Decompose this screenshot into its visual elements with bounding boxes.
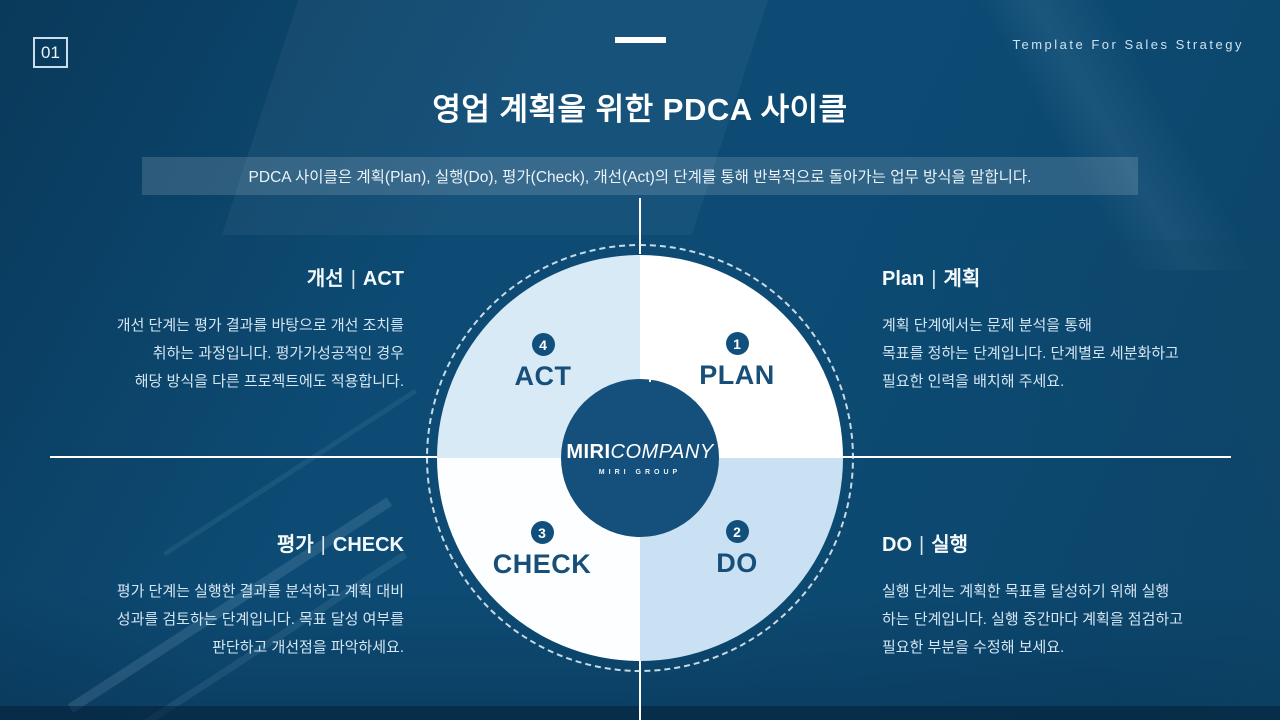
heading-divider: | [350, 268, 356, 290]
page-number-box: 01 [33, 37, 68, 68]
section-do-body: 실행 단계는 계획한 목표를 달성하기 위해 실행 하는 단계입니다. 실행 중… [882, 578, 1234, 662]
heading-part-a: Plan [882, 268, 925, 290]
header-tagline: Template For Sales Strategy [1012, 37, 1244, 52]
heading-divider: | [919, 534, 925, 556]
body-line: 실행 단계는 계획한 목표를 달성하기 위해 실행 [882, 583, 1170, 600]
guide-line-top [639, 198, 641, 254]
body-line: 평가 단계는 실행한 결과를 분석하고 계획 대비 [116, 583, 404, 600]
quadrant-label-do: DO [716, 548, 758, 578]
body-line: 해당 방식을 다른 프로젝트에도 적용합니다. [134, 373, 404, 390]
miri-logo: MIRI COMPANY [566, 373, 714, 464]
body-line: 필요한 부분을 수정해 보세요. [882, 639, 1065, 656]
logo-brand-text: MIRI [566, 440, 611, 463]
section-do-heading: DO | 실행 [882, 528, 1234, 557]
quadrant-label-act: ACT [514, 361, 572, 391]
body-line: 계획 단계에서는 문제 분석을 통해 [882, 317, 1092, 334]
top-center-dash [615, 37, 666, 43]
body-line: 하는 단계입니다. 실행 중간마다 계획을 점검하고 [882, 611, 1184, 628]
quadrant-label-check: CHECK [492, 549, 592, 579]
body-line: 취하는 과정입니다. 평가가성공적인 경우 [152, 345, 404, 362]
section-plan-heading: Plan | 계획 [882, 262, 1234, 291]
guide-line-right [843, 456, 1231, 458]
subtitle-text: PDCA 사이클은 계획(Plan), 실행(Do), 평가(Check), 개… [248, 169, 1032, 186]
logo-suffix-text: COMPANY [610, 440, 714, 463]
quadrant-do: 2 DO [652, 520, 822, 579]
page-title: 영업 계획을 위한 PDCA 사이클 [432, 92, 848, 127]
section-plan: Plan | 계획 계획 단계에서는 문제 분석을 통해 목표를 정하는 단계입니다… [882, 262, 1234, 396]
step-number: 3 [538, 524, 546, 541]
section-act-heading: 개선 | ACT [58, 262, 404, 291]
dashed-outer-ring [426, 244, 854, 672]
quadrant-label-plan: PLAN [699, 360, 775, 390]
body-line: 성과를 검토하는 단계입니다. 목표 달성 여부를 [116, 611, 404, 628]
step-badge-4: 4 [531, 333, 555, 356]
quadrant-plan: 1 PLAN [652, 332, 822, 391]
body-line: 판단하고 개선점을 파악하세요. [212, 639, 404, 656]
heading-part-a: 개선 [306, 268, 344, 290]
body-line: 필요한 인력을 배치해 주세요. [882, 373, 1065, 390]
logo-arc-icon [649, 373, 665, 382]
quadrant-act: 4 ACT [458, 333, 628, 392]
heading-part-b: 계획 [943, 268, 981, 290]
logo-subbrand-text: MIRI GROUP [598, 468, 682, 476]
heading-part-a: DO [882, 534, 912, 556]
step-number: 1 [733, 335, 741, 352]
center-hub: MIRI COMPANY MIRI GROUP [561, 373, 719, 537]
heading-divider: | [931, 268, 937, 290]
section-act: 개선 | ACT 개선 단계는 평가 결과를 바탕으로 개선 조치를 취하는 과정입… [58, 262, 404, 396]
step-badge-1: 1 [725, 332, 749, 355]
subtitle-banner: PDCA 사이클은 계획(Plan), 실행(Do), 평가(Check), 개… [142, 157, 1138, 195]
body-line: 목표를 정하는 단계입니다. 단계별로 세분화하고 [882, 345, 1179, 362]
step-badge-3: 3 [530, 521, 554, 544]
heading-part-a: 평가 [276, 534, 314, 556]
section-check: 평가 | CHECK 평가 단계는 실행한 결과를 분석하고 계획 대비 성과를 검… [58, 528, 404, 662]
step-number: 4 [539, 336, 547, 353]
section-check-body: 평가 단계는 실행한 결과를 분석하고 계획 대비 성과를 검토하는 단계입니다… [58, 578, 404, 662]
section-check-heading: 평가 | CHECK [58, 528, 404, 557]
body-line: 개선 단계는 평가 결과를 바탕으로 개선 조치를 [116, 317, 404, 334]
section-plan-body: 계획 단계에서는 문제 분석을 통해 목표를 정하는 단계입니다. 단계별로 세… [882, 312, 1234, 396]
quadrant-check: 3 CHECK [457, 521, 627, 580]
section-act-body: 개선 단계는 평가 결과를 바탕으로 개선 조치를 취하는 과정입니다. 평가가… [58, 312, 404, 396]
guide-line-left [50, 456, 437, 458]
heading-divider: | [320, 534, 326, 556]
background-glass-pane [820, 0, 1280, 270]
guide-line-bottom [639, 661, 641, 720]
section-do: DO | 실행 실행 단계는 계획한 목표를 달성하기 위해 실행 하는 단계입니다… [882, 528, 1234, 662]
background-shadow-pane [850, 240, 1280, 720]
heading-part-b: ACT [362, 268, 404, 290]
heading-part-b: CHECK [332, 534, 404, 556]
heading-part-b: 실행 [931, 534, 969, 556]
page-number: 01 [41, 42, 60, 62]
step-number: 2 [733, 523, 741, 540]
step-badge-2: 2 [725, 520, 749, 543]
